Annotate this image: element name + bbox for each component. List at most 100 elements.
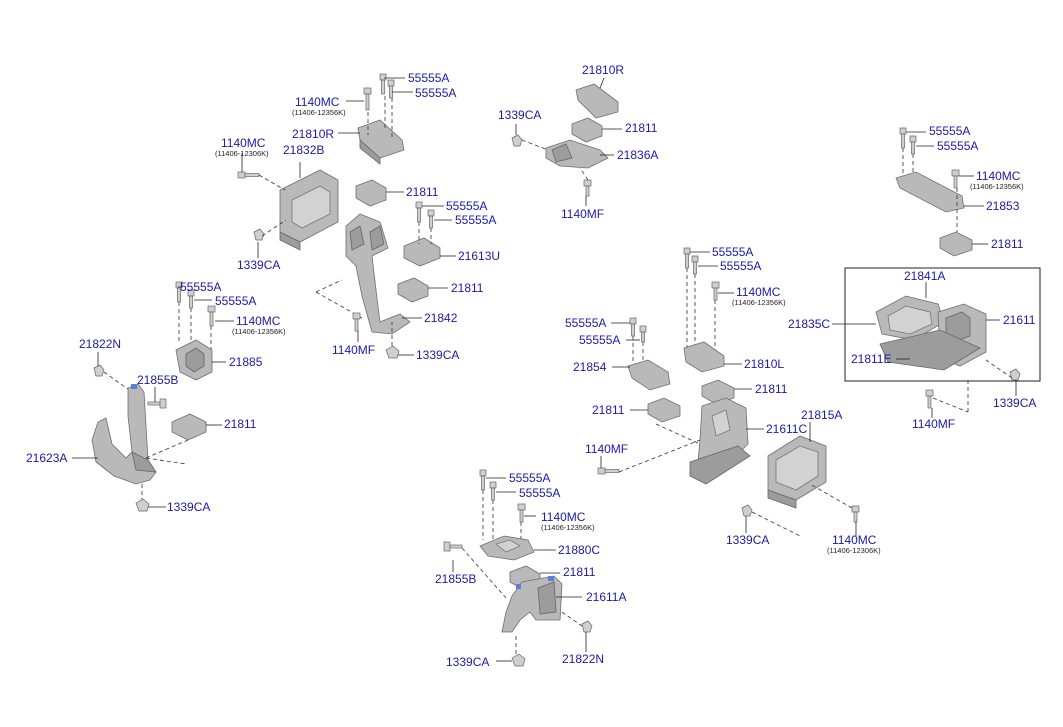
bolt-55555a (479, 469, 497, 501)
clip-21811 (939, 231, 973, 257)
part-label[interactable]: 21832B (283, 143, 325, 157)
nut-21822n (93, 364, 105, 377)
part-sublabel: (11406-12306K) (827, 546, 881, 555)
part-label[interactable]: 21811 (991, 237, 1024, 251)
part-label[interactable]: 1339CA (993, 396, 1037, 410)
part-label[interactable]: 1140MC (295, 95, 340, 109)
clip-21811 (647, 397, 681, 423)
clip-21811 (397, 277, 429, 303)
part-label[interactable]: 21811 (406, 185, 439, 199)
part-label[interactable]: 21811 (755, 382, 788, 396)
part-label[interactable]: 55555A (446, 199, 488, 213)
bracket-21811e (879, 329, 981, 371)
part-label[interactable]: 21811E (851, 352, 892, 366)
part-label[interactable]: 55555A (519, 486, 561, 500)
part-sublabel: (11406-12356K) (970, 182, 1024, 191)
part-label[interactable]: 55555A (509, 471, 551, 485)
clip-21811 (355, 179, 387, 207)
part-label[interactable]: 21623A (26, 451, 68, 465)
part-label[interactable]: 21811 (451, 281, 484, 295)
part-label[interactable]: 1140MF (912, 417, 956, 431)
nut-1339ca (511, 134, 523, 147)
bolt-55555a (683, 247, 699, 275)
part-label[interactable]: 55555A (712, 245, 754, 259)
part-label[interactable]: 55555A (215, 294, 257, 308)
part-label[interactable]: 1339CA (167, 500, 211, 514)
bolt-1140mc (207, 305, 216, 327)
part-label[interactable]: 21810L (744, 357, 785, 371)
assembly-box-21835c (844, 267, 1041, 382)
part-label[interactable]: 21611 (1003, 313, 1036, 327)
bolt-1140mf (583, 179, 592, 197)
part-label[interactable]: 1140MC (541, 510, 586, 524)
part-label[interactable]: 21842 (424, 311, 458, 325)
bolt-1140mf (352, 312, 361, 332)
nut-1339ca (741, 504, 753, 517)
nut-21822n (581, 620, 593, 633)
part-label[interactable]: 1339CA (726, 533, 770, 547)
part-label[interactable]: 21822N (79, 337, 122, 351)
part-label[interactable]: 21811 (625, 121, 658, 135)
part-label[interactable]: 1339CA (416, 348, 460, 362)
bolt-1140mc (517, 503, 526, 523)
part-sublabel: (11406-12356K) (232, 327, 286, 336)
part-label[interactable]: 55555A (415, 86, 457, 100)
nut-1339ca (135, 498, 150, 512)
bolt-1140mc (237, 171, 260, 179)
part-label[interactable]: 21810R (582, 63, 625, 77)
bolt-55555a (379, 73, 395, 99)
part-label[interactable]: 1140MC (832, 533, 877, 547)
part-label[interactable]: 55555A (579, 333, 621, 347)
part-label[interactable]: 21822N (562, 652, 605, 666)
bracket-21810r (575, 83, 619, 119)
part-label[interactable]: 1140MC (976, 169, 1021, 183)
part-label[interactable]: 1339CA (237, 258, 281, 272)
part-sublabel: (11406-12356K) (732, 298, 786, 307)
part-label[interactable]: 55555A (455, 213, 497, 227)
nut-1339ca (253, 228, 265, 241)
part-label[interactable]: 21885 (229, 355, 263, 369)
part-label[interactable]: 21611C (766, 422, 808, 436)
part-label[interactable]: 1140MC (221, 136, 266, 150)
part-label[interactable]: 21855B (435, 572, 477, 586)
bolt-55555a (629, 317, 647, 343)
part-label[interactable]: 55555A (565, 316, 607, 330)
part-label[interactable]: 1140MC (736, 285, 781, 299)
bolt-21855b (147, 398, 167, 409)
part-label[interactable]: 1339CA (446, 655, 490, 669)
bolt-1140mc (363, 87, 372, 111)
part-label[interactable]: 1339CA (498, 108, 542, 122)
clip-21613u (403, 237, 441, 267)
bolt-1140mc (851, 505, 860, 523)
bracket-21853 (895, 171, 965, 213)
part-label[interactable]: 21855B (137, 373, 179, 387)
part-label[interactable]: 21811 (224, 417, 257, 431)
part-sublabel: (11406-12306K) (215, 149, 269, 158)
part-label[interactable]: 55555A (408, 71, 450, 85)
part-label[interactable]: 55555A (720, 259, 762, 273)
part-label[interactable]: 1140MC (236, 314, 281, 328)
part-label[interactable]: 21854 (573, 360, 607, 374)
part-label[interactable]: 21853 (986, 199, 1020, 213)
part-label[interactable]: 55555A (929, 124, 971, 138)
part-label[interactable]: 21811 (563, 565, 596, 579)
part-label[interactable]: 21613U (458, 249, 501, 263)
bracket-21810l (683, 341, 725, 373)
part-label[interactable]: 21810R (292, 127, 335, 141)
part-label[interactable]: 21880C (558, 543, 601, 557)
bolt-1140mc (951, 169, 960, 189)
bolt-1140mc (711, 281, 720, 301)
part-label[interactable]: 21611A (586, 590, 627, 604)
part-label[interactable]: 1140MF (332, 343, 376, 357)
part-label[interactable]: 21836A (617, 148, 659, 162)
part-label[interactable]: 21815A (801, 408, 843, 422)
nut-1339ca (385, 345, 400, 359)
part-label[interactable]: 55555A (937, 139, 979, 153)
part-label[interactable]: 21835C (788, 317, 831, 331)
part-label[interactable]: 21841A (904, 269, 946, 283)
part-label[interactable]: 1140MF (561, 207, 605, 221)
part-label[interactable]: 55555A (180, 280, 222, 294)
part-label[interactable]: 1140MF (585, 442, 629, 456)
part-label[interactable]: 21811 (592, 403, 625, 417)
